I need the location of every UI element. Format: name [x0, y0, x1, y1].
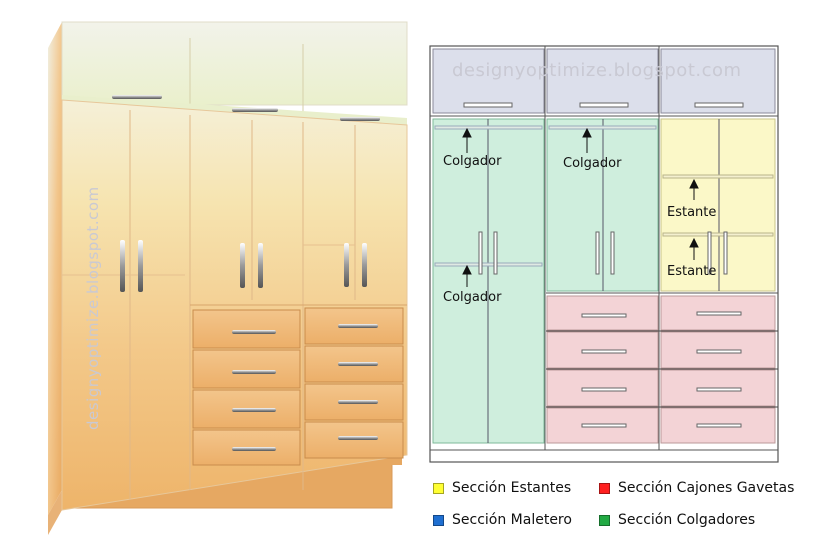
legend-swatch-green	[599, 514, 610, 526]
legend-colgadores: Sección Colgadores	[599, 512, 755, 528]
maletero-section-3	[660, 48, 776, 114]
legend-label: Sección Estantes	[452, 480, 572, 496]
legend-swatch-red	[599, 482, 610, 494]
cajones-section	[546, 295, 778, 444]
legend-swatch-yellow	[433, 482, 444, 494]
colgador-label-3: Colgador	[443, 290, 502, 305]
legend-label: Sección Maletero	[452, 512, 572, 528]
cabinet-top-section	[61, 21, 408, 106]
watermark-text-vertical: designyoptimize.blogspot.com	[84, 186, 102, 430]
legend-cajones: Sección Cajones Gavetas	[599, 480, 794, 496]
label-arrows	[462, 127, 699, 287]
legend-label: Sección Colgadores	[618, 512, 756, 528]
estante-label-2: Estante	[667, 264, 717, 279]
colgador-label-1: Colgador	[443, 154, 502, 169]
maletero-section-2	[546, 48, 659, 114]
estante-label-1: Estante	[667, 205, 717, 220]
estantes-section	[660, 118, 776, 292]
legend-estantes: Sección Estantes	[433, 480, 571, 496]
legend-maletero: Sección Maletero	[433, 512, 572, 528]
legend-label: Sección Cajones Gavetas	[618, 480, 795, 496]
watermark-text: designyoptimize.blogspot.com	[452, 60, 742, 81]
legend-swatch-blue	[433, 514, 444, 526]
maletero-section-1	[432, 48, 545, 114]
colgador-label-2: Colgador	[563, 156, 622, 171]
cabinet-side-panel	[48, 22, 62, 515]
